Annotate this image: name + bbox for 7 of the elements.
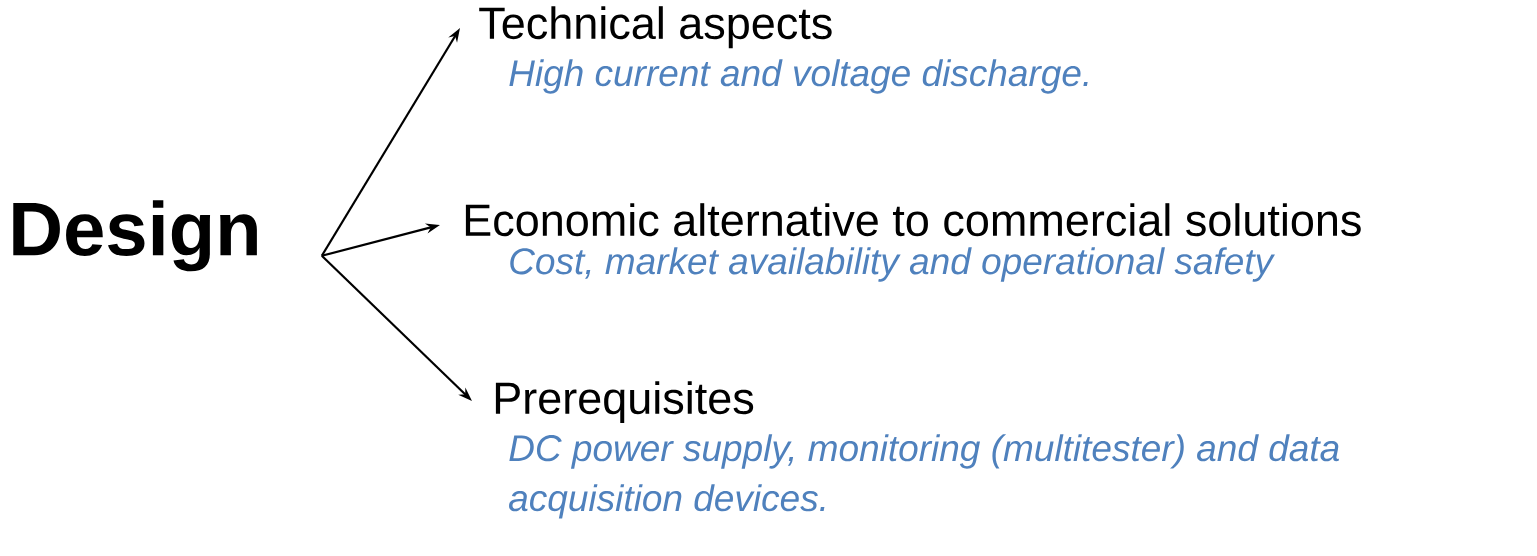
title-word: Design: [13, 200, 257, 272]
description-text: Cost, market availability and operational safety: [510, 247, 1275, 282]
heading-text: Prerequisites: [495, 381, 754, 424]
description-text: High current and voltage discharge.: [509, 59, 1088, 94]
heading-text: Technical aspects: [479, 6, 832, 49]
description-text: DC power supply, monitoring (multitester) and data acquisition devices.: [509, 434, 1339, 519]
heading-text: Economic alternative to commercial solutions: [465, 203, 1361, 237]
